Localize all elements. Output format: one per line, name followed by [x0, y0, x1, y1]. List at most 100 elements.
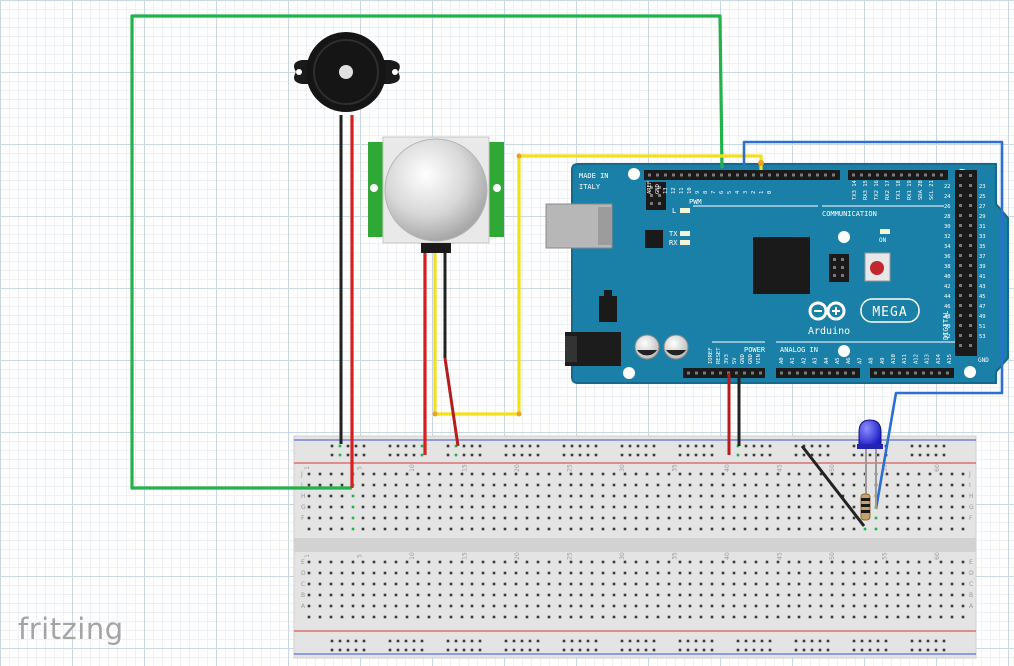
row-letter: G: [301, 504, 306, 511]
column-number: 35: [672, 552, 679, 560]
rail-hole: [354, 453, 358, 457]
breadboard-hole: [841, 483, 845, 487]
breadboard-hole: [819, 505, 823, 509]
breadboard-hole: [427, 615, 431, 619]
rail-hole: [620, 444, 624, 448]
breadboard-hole: [852, 571, 856, 575]
pin-label: 43: [979, 284, 986, 290]
header-pin: [736, 173, 739, 177]
breadboard-hole: [372, 615, 376, 619]
rail-hole: [594, 444, 598, 448]
rail-hole: [470, 444, 474, 448]
breadboard-hole: [460, 571, 464, 575]
breadboard-hole: [525, 516, 529, 520]
breadboard-hole: [721, 604, 725, 608]
breadboard-hole: [819, 527, 823, 531]
rail-hole: [362, 639, 366, 643]
breadboard-hole: [645, 472, 649, 476]
breadboard-hole: [841, 593, 845, 597]
header-pin: [760, 173, 763, 177]
row-letter: E: [969, 559, 973, 566]
breadboard-hole: [579, 560, 583, 564]
breadboard-hole: [307, 604, 311, 608]
breadboard-hole: [536, 615, 540, 619]
breadboard-hole: [340, 483, 344, 487]
breadboard-hole: [808, 582, 812, 586]
breadboard-hole: [394, 615, 398, 619]
pin-label: 5V: [732, 357, 738, 364]
breadboard-hole: [743, 593, 747, 597]
header-pin: [884, 173, 887, 177]
row-letter: E: [301, 559, 305, 566]
breadboard-hole: [514, 494, 518, 498]
breadboard-hole: [906, 571, 910, 575]
fritzing-watermark: fritzing: [18, 612, 124, 646]
breadboard-hole: [536, 494, 540, 498]
rail-hole: [346, 444, 350, 448]
breadboard-hole: [449, 582, 453, 586]
breadboard-hole: [656, 560, 660, 564]
breadboard-hole: [525, 505, 529, 509]
breadboard-hole: [329, 472, 333, 476]
rail-hole: [884, 639, 888, 643]
breadboard-hole: [732, 560, 736, 564]
breadboard-hole: [470, 516, 474, 520]
breadboard-hole: [743, 582, 747, 586]
breadboard-hole: [579, 571, 583, 575]
breadboard-hole: [460, 483, 464, 487]
rail-hole: [868, 648, 872, 652]
pin-label: RX3 15: [863, 180, 869, 200]
breadboard-hole: [667, 516, 671, 520]
breadboard-hole: [427, 472, 431, 476]
breadboard-hole: [372, 505, 376, 509]
buzzer-tab-hole-left: [296, 69, 302, 75]
rail-hole: [412, 648, 416, 652]
breadboard-hole: [405, 604, 409, 608]
breadboard-hole: [329, 560, 333, 564]
rail-hole: [420, 639, 424, 643]
rail-hole: [934, 453, 938, 457]
header-pin: [940, 173, 943, 177]
breadboard-hole: [939, 615, 943, 619]
breadboard-hole: [917, 527, 921, 531]
breadboard-hole: [340, 571, 344, 575]
breadboard-hole: [340, 593, 344, 597]
breadboard-hole: [797, 516, 801, 520]
breadboard-hole: [340, 560, 344, 564]
breadboard-hole: [438, 516, 442, 520]
breadboard-hole: [656, 505, 660, 509]
breadboard-hole: [885, 604, 889, 608]
rail-hole: [884, 648, 888, 652]
breadboard-hole: [710, 582, 714, 586]
breadboard-hole: [514, 527, 518, 531]
breadboard-hole: [896, 615, 900, 619]
breadboard-hole: [808, 593, 812, 597]
breadboard-hole: [361, 571, 365, 575]
pin-label: 1: [759, 191, 765, 194]
breadboard-hole: [961, 483, 965, 487]
breadboard-hole: [547, 604, 551, 608]
breadboard-hole: [623, 560, 627, 564]
breadboard-hole: [547, 516, 551, 520]
pin-label: A14: [936, 353, 942, 364]
breadboard-hole: [514, 615, 518, 619]
breadboard-hole: [460, 527, 464, 531]
rail-hole: [710, 639, 714, 643]
breadboard-hole: [460, 494, 464, 498]
rail-hole: [686, 444, 690, 448]
pin-label: 45: [979, 294, 986, 300]
pin-label: A5: [835, 357, 841, 364]
rail-hole: [802, 444, 806, 448]
rail-hole: [868, 453, 872, 457]
breadboard-hole: [830, 560, 834, 564]
rail-hole: [512, 639, 516, 643]
breadboard-hole: [361, 494, 365, 498]
breadboard-hole: [656, 593, 660, 597]
pin-label: A7: [857, 357, 863, 364]
breadboard-hole: [372, 516, 376, 520]
breadboard-hole: [874, 571, 878, 575]
breadboard-hole: [885, 516, 889, 520]
breadboard-hole: [318, 560, 322, 564]
breadboard-hole: [754, 615, 758, 619]
breadboard-hole: [427, 516, 431, 520]
